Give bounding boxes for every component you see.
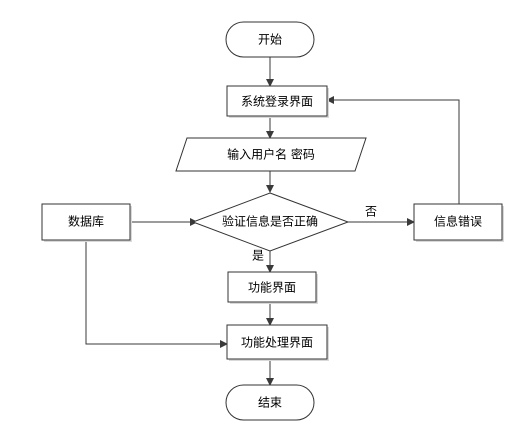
edge-error-to-login bbox=[326, 96, 460, 204]
error-label: 信息错误 bbox=[434, 214, 482, 229]
process-node: 功能处理界面 bbox=[226, 324, 329, 361]
start-node: 开始 bbox=[225, 21, 315, 58]
function-node: 功能界面 bbox=[227, 271, 318, 304]
verify-label: 验证信息是否正确 bbox=[222, 214, 318, 229]
yes-label: 是 bbox=[252, 249, 264, 263]
no-label: 否 bbox=[365, 205, 377, 219]
end-label: 结束 bbox=[258, 396, 282, 410]
database-node: 数据库 bbox=[41, 203, 132, 242]
error-node: 信息错误 bbox=[413, 203, 504, 242]
edge-database-to-process bbox=[85, 240, 228, 348]
input-node: 输入用户名 密码 bbox=[175, 137, 367, 172]
database-label: 数据库 bbox=[68, 214, 104, 229]
verify-node: 验证信息是否正确 bbox=[191, 192, 350, 252]
edges bbox=[85, 57, 460, 386]
end-node: 结束 bbox=[225, 384, 315, 421]
login-node: 系统登录界面 bbox=[226, 85, 329, 118]
start-label: 开始 bbox=[258, 33, 282, 47]
function-label: 功能界面 bbox=[248, 281, 296, 295]
login-label: 系统登录界面 bbox=[241, 94, 313, 109]
process-label: 功能处理界面 bbox=[241, 336, 313, 350]
input-label: 输入用户名 密码 bbox=[227, 147, 315, 162]
